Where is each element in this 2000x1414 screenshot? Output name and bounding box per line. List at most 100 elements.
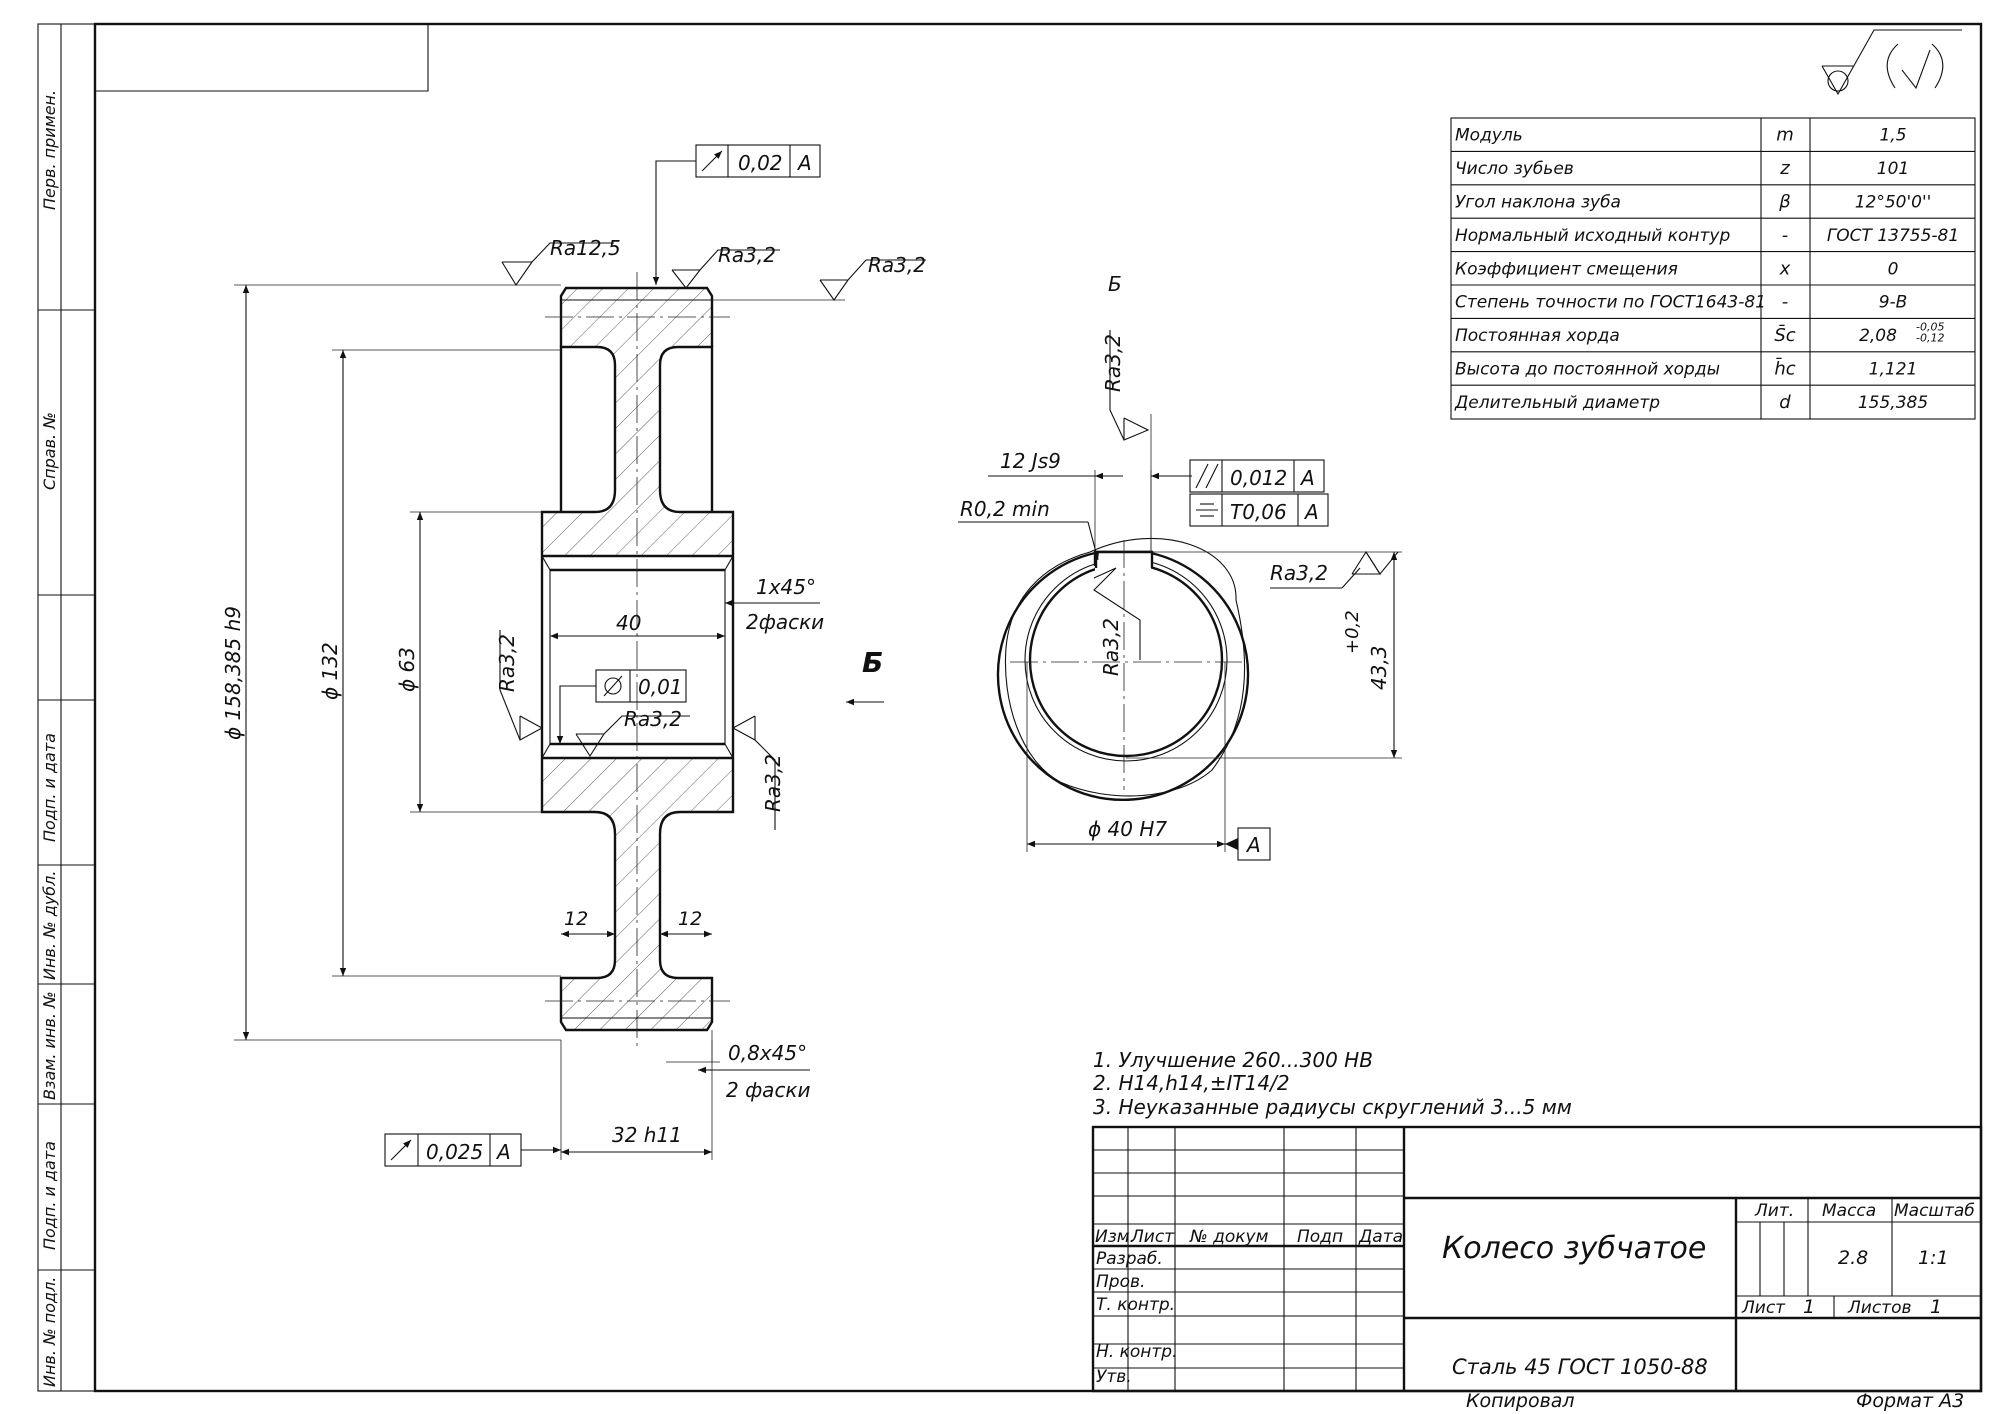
dim-hub-diameter: ϕ 63: [395, 647, 419, 692]
param-name: Высота до постоянной хорды: [1455, 360, 1720, 380]
tb-massa: Масса: [1822, 1201, 1876, 1221]
chamfer-rim-size: 0,8x45°: [728, 1041, 807, 1065]
tb-mass-value: 2.8: [1838, 1247, 1868, 1269]
dim-bore-diameter: ϕ 40 H7: [1088, 817, 1167, 841]
ra-top-right: Ra3,2: [868, 253, 926, 277]
param-name: Число зубьев: [1455, 159, 1574, 179]
datum-a: A: [1245, 833, 1261, 857]
param-name: Угол наклона зуба: [1455, 193, 1621, 213]
dim-web-left: 12: [564, 908, 588, 930]
param-symbol: x: [1779, 258, 1791, 279]
ra-key-top: Ra3,2: [1101, 334, 1125, 392]
tb-utv: Утв.: [1096, 1367, 1132, 1387]
param-value: 1,5: [1879, 126, 1906, 146]
param-value: 2,08: [1859, 326, 1897, 346]
param-symbol: β: [1778, 192, 1791, 213]
param-value: 12°50'0'': [1855, 193, 1932, 213]
note-2: 2. H14,h14,±IT14/2: [1093, 1071, 1290, 1095]
tb-izm: Изм.: [1095, 1227, 1135, 1247]
param-value: 0: [1888, 259, 1899, 279]
runout-top-datum: A: [796, 151, 812, 175]
param-name: Модуль: [1455, 126, 1523, 146]
param-symbol: z: [1779, 158, 1790, 179]
dim-key-depth: 43,3: [1367, 645, 1391, 690]
chamfer-hub-count: 2фаски: [746, 610, 824, 634]
tb-sheets-value: 1: [1930, 1296, 1942, 1318]
runout-face-value: 0,025: [426, 1140, 483, 1164]
runout-top-value: 0,02: [738, 151, 783, 175]
tb-material: Сталь 45 ГОСТ 1050-88: [1452, 1355, 1708, 1379]
tb-prov: Пров.: [1096, 1272, 1145, 1292]
tb-part-name: Колесо зубчатое: [1442, 1231, 1706, 1266]
general-roughness-symbol: [1821, 29, 1962, 96]
note-3: 3. Неуказанные радиусы скруглений 3...5 …: [1093, 1095, 1572, 1119]
tb-kopiroval: Копировал: [1466, 1390, 1575, 1412]
param-symbol: -: [1782, 292, 1789, 313]
view-b-label: Б: [1108, 272, 1122, 296]
dim-rim-inner-diameter: ϕ 132: [318, 642, 342, 700]
param-symbol: S̄c: [1774, 324, 1795, 346]
symmetry-value: T0,06: [1230, 500, 1287, 524]
title-block: Изм. Лист № докум Подп Дата Разраб. Пров…: [1091, 1125, 1983, 1412]
symmetry-datum: A: [1303, 500, 1319, 524]
parallelism-datum: A: [1299, 466, 1315, 490]
chamfer-rim-count: 2 фаски: [726, 1078, 811, 1102]
stamp-podp-data-1: Подп. и дата: [40, 733, 59, 842]
param-name: Постоянная хорда: [1455, 326, 1620, 346]
tb-no-dokum: № докум: [1189, 1227, 1269, 1247]
param-name: Коэффициент смещения: [1455, 259, 1678, 279]
side-stamp: Перв. примен. Справ. № Подп. и дата Инв.…: [40, 90, 59, 1387]
tb-sheets-label: Листов: [1847, 1298, 1912, 1318]
technical-requirements: 1. Улучшение 260...300 HB 2. H14,h14,±IT…: [1093, 1048, 1572, 1119]
param-tolerance: -0,12: [1916, 331, 1944, 344]
keyway-dimensions: Ra3,2 12 Js9 0,012 A T0,06 A R0,2 min: [958, 330, 1402, 861]
drawing-frame: [37, 22, 1983, 1393]
dim-bore-length: 40: [616, 611, 641, 635]
radius-note: R0,2 min: [960, 497, 1050, 521]
param-value: 1,121: [1869, 360, 1918, 380]
tb-sheet-value: 1: [1803, 1296, 1815, 1318]
param-value: ГОСТ 13755-81: [1827, 226, 1959, 246]
tb-sheet-label: Лист: [1741, 1298, 1786, 1318]
param-name: Делительный диаметр: [1454, 393, 1660, 413]
gear-section-view: [540, 272, 735, 1046]
tb-data: Дата: [1358, 1227, 1403, 1247]
chamfer-hub-size: 1x45°: [756, 575, 816, 599]
dim-key-width: 12 Js9: [1000, 449, 1061, 473]
param-symbol: d: [1779, 392, 1791, 413]
param-symbol: h̄c: [1774, 357, 1795, 379]
param-tolerance: -0,05: [1916, 320, 1944, 333]
dim-tip-diameter: ϕ 158,385 h9: [221, 606, 245, 740]
param-name: Степень точности по ГОСТ1643-81: [1455, 293, 1766, 313]
param-symbol: m: [1776, 125, 1794, 146]
front-view-dimensions: ϕ 158,385 h9 ϕ 132 ϕ 63 40 1x45° 2фаски …: [221, 284, 824, 1160]
param-symbol: -: [1782, 225, 1789, 246]
param-value: 101: [1877, 159, 1909, 179]
tb-podp: Подп: [1297, 1227, 1343, 1247]
cylindricity-value: 0,01: [638, 675, 683, 699]
ra-bore-section: Ra3,2: [1099, 618, 1123, 676]
ra-top-mid: Ra3,2: [718, 243, 776, 267]
tb-lit: Лит.: [1754, 1201, 1794, 1221]
ra-hub-right: Ra3,2: [761, 754, 785, 812]
tb-scale-value: 1:1: [1918, 1247, 1949, 1269]
tb-list: Лист: [1130, 1227, 1175, 1247]
tb-t-kontr: Т. контр.: [1096, 1295, 1175, 1315]
view-arrow-label: Б: [862, 646, 883, 679]
tb-n-kontr: Н. контр.: [1096, 1342, 1177, 1362]
parallelism-value: 0,012: [1230, 466, 1287, 490]
tb-format: Формат А3: [1856, 1390, 1964, 1412]
stamp-inv-no-podl: Инв. № подл.: [40, 1277, 59, 1387]
stamp-sprav-no: Справ. №: [40, 412, 59, 490]
note-1: 1. Улучшение 260...300 HB: [1093, 1048, 1373, 1072]
ra-top-left: Ra12,5: [550, 236, 621, 260]
tb-razrab: Разраб.: [1096, 1249, 1163, 1269]
ra-bore: Ra3,2: [624, 707, 682, 731]
ra-key-right: Ra3,2: [1270, 561, 1328, 585]
view-direction-arrow: Б: [846, 646, 884, 706]
stamp-perv-primen: Перв. примен.: [40, 90, 59, 210]
stamp-inv-no-dubl: Инв. № дубл.: [40, 871, 59, 980]
param-value: 155,385: [1858, 393, 1928, 413]
